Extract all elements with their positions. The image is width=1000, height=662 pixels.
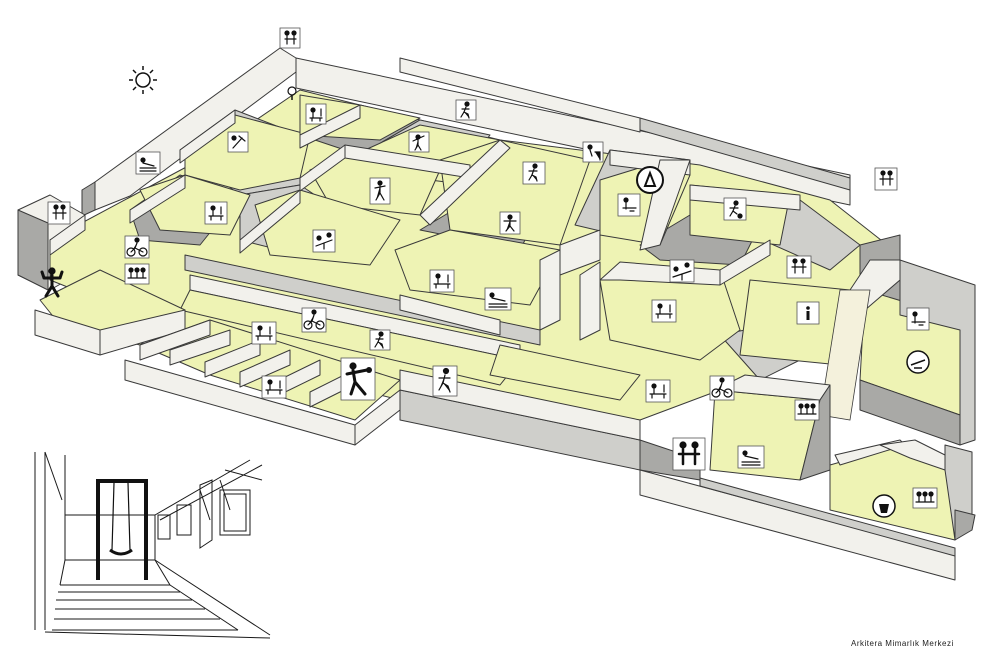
room-wall-2	[299, 104, 361, 149]
two-people-icon	[279, 27, 301, 49]
barbecue-icon	[906, 350, 930, 374]
step-wall-4	[239, 349, 291, 388]
sun-icon	[129, 66, 157, 94]
step-wall-3	[204, 339, 261, 378]
two-people-icon	[786, 255, 812, 279]
sunbathing-icon	[484, 287, 512, 311]
room-wall-16	[579, 261, 601, 341]
barbecue-icon	[906, 307, 930, 331]
running-icon	[522, 161, 546, 185]
picnic-icon	[645, 379, 671, 403]
room-wall-1	[179, 109, 236, 164]
credit-label: Arkitera Mimarlık Merkezi	[851, 639, 954, 648]
barbecue-icon	[617, 193, 641, 217]
room-wall-15	[539, 249, 561, 331]
dancing-icon	[499, 211, 521, 235]
interior-sketch	[34, 451, 271, 639]
audience-icon	[912, 487, 938, 509]
skating-icon	[432, 365, 458, 397]
two-people-icon	[874, 167, 898, 191]
terrace-wall-4	[399, 294, 501, 336]
br-wall-6	[954, 509, 976, 541]
terrace-floor-2	[489, 344, 641, 401]
two-people-icon	[672, 437, 706, 471]
info-icon	[796, 301, 820, 325]
seesaw-icon	[669, 259, 695, 283]
room-wall-6	[129, 174, 186, 224]
dumbbell-icon	[408, 131, 430, 153]
back-wall-top-3	[639, 117, 851, 191]
right-path	[819, 289, 871, 421]
sunbathing-icon	[135, 151, 161, 175]
hiking-icon	[636, 166, 664, 194]
br-wall-2	[799, 384, 831, 481]
bucket-icon	[872, 494, 896, 518]
room-wall-7	[239, 189, 301, 254]
picnic-icon	[305, 103, 327, 125]
running-icon	[455, 99, 477, 121]
back-wall-shadow	[81, 181, 96, 217]
room-wall-10	[639, 159, 691, 251]
cycling-icon	[124, 235, 150, 259]
terrace-floor-1	[179, 289, 521, 386]
step-wall-2	[169, 329, 231, 366]
water-fountain-icon	[582, 141, 604, 163]
hammer-icon	[227, 131, 249, 153]
cycling-icon	[709, 375, 735, 401]
cycling-icon	[301, 307, 327, 333]
audience-icon	[124, 263, 150, 285]
boxing-icon	[340, 357, 376, 401]
seesaw-icon	[312, 229, 336, 253]
picnic-icon	[651, 299, 677, 323]
picnic-icon	[251, 321, 277, 345]
step-wall-1	[139, 319, 211, 361]
lightbulb-icon	[287, 86, 297, 100]
room-wall-11	[689, 184, 801, 211]
terrace-wall-1	[49, 214, 86, 256]
picnic-icon	[429, 269, 455, 293]
picnic-icon	[261, 375, 287, 399]
bottom-front-wall-2	[699, 477, 956, 557]
two-people-icon	[47, 201, 71, 225]
boxing-icon	[40, 267, 64, 298]
audience-icon	[794, 399, 820, 421]
sunbathing-icon	[737, 445, 765, 469]
picnic-icon	[204, 201, 228, 225]
ball-icon	[723, 197, 747, 221]
right-block-shadow	[859, 379, 961, 446]
dancing-icon	[369, 177, 391, 205]
running-icon	[369, 329, 391, 351]
back-wall-top-2	[399, 57, 641, 133]
room-wall-5	[419, 139, 511, 226]
ramp-wall-2	[399, 369, 641, 441]
